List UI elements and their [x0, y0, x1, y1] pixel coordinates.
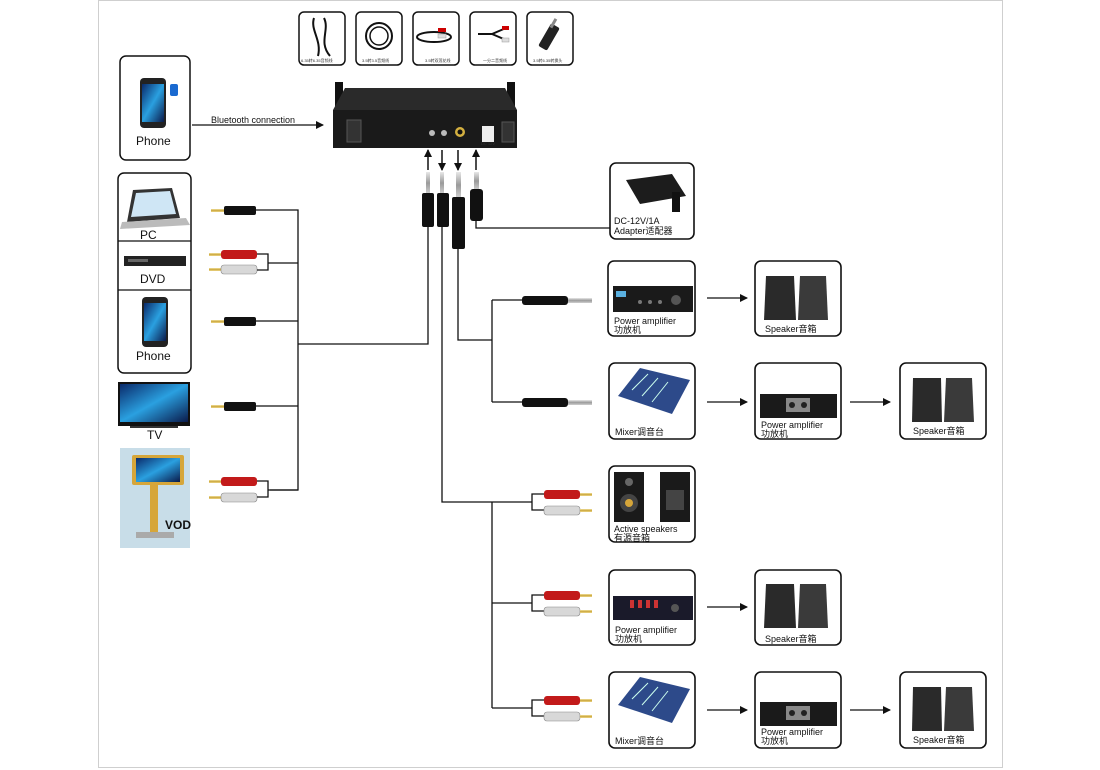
accessory-label-4: 一分二音频线	[483, 58, 507, 63]
pa4-label-2: 功放机	[761, 736, 789, 746]
phone2-label: Phone	[136, 349, 171, 363]
tv-plug	[211, 402, 256, 411]
spk1-label: Speaker音箱	[765, 324, 817, 334]
power-amplifier-box-2	[754, 362, 842, 440]
pa2-label-2: 功放机	[761, 429, 789, 439]
tv-device	[118, 382, 190, 428]
mixer-box-2	[608, 671, 696, 749]
receiver-plugs	[422, 149, 483, 249]
spk3-label: Speaker音箱	[765, 634, 817, 644]
output-rca-plugs	[543, 490, 592, 722]
accessory-box-1	[298, 11, 346, 66]
accessory-label-5: 3.5转6.35转换头	[533, 58, 563, 63]
phone-device-box	[119, 55, 191, 161]
active-label-1: Active speakers	[614, 524, 678, 534]
output-635-plugs	[522, 296, 592, 407]
speaker-box-2	[899, 362, 987, 440]
dvd-rca-plugs	[209, 250, 258, 275]
accessory-label-2: 3.5转3.5音频线	[362, 58, 390, 63]
output-wiring	[441, 220, 613, 717]
source-stack	[117, 172, 192, 374]
spk4-label: Speaker音箱	[913, 735, 965, 745]
pa3-label-2: 功放机	[615, 634, 643, 644]
power-amplifier-box-1	[607, 260, 696, 337]
power-amplifier-box-4	[754, 671, 842, 749]
receiver-panel-text: DC 12V	[481, 141, 496, 146]
pa4-label-1: Power amplifier	[761, 727, 824, 737]
active-label-2: 有源音箱	[614, 533, 651, 543]
adapter-label-2: Adapter适配器	[614, 226, 673, 236]
phone-plug	[211, 317, 256, 326]
phone-label: Phone	[136, 134, 171, 148]
spk2-label: Speaker音箱	[913, 426, 965, 436]
speaker-box-1	[754, 260, 842, 337]
mixer1-label: Mixer调音台	[615, 427, 664, 437]
pc-plug	[211, 206, 256, 215]
speaker-box-4	[899, 671, 987, 749]
mixer2-label: Mixer调音台	[615, 736, 664, 746]
accessory-box-2	[355, 11, 403, 66]
vod-device	[120, 448, 190, 548]
pa3-label-1: Power amplifier	[615, 625, 678, 635]
source-wiring	[256, 209, 429, 498]
accessory-label-1: 6.35转6.35音频线	[301, 58, 333, 63]
accessory-label-3: 3.5转双莲花线	[425, 58, 451, 63]
accessory-box-5	[526, 11, 574, 66]
adapter-box	[609, 162, 695, 240]
dvd-label: DVD	[140, 272, 166, 286]
pa1-label-2: 功放机	[614, 325, 642, 335]
wireless-receiver	[333, 82, 517, 148]
power-amplifier-box-3	[608, 569, 696, 646]
source-plugs	[209, 206, 258, 503]
pa2-label-1: Power amplifier	[761, 420, 824, 430]
adapter-label-1: DC-12V/1A	[614, 216, 660, 226]
diagram-frame	[98, 0, 1003, 768]
vod-rca-plugs	[209, 477, 258, 503]
accessory-box-4	[469, 11, 517, 66]
bluetooth-label: Bluetooth connection	[211, 115, 296, 125]
pa1-label-1: Power amplifier	[614, 316, 677, 326]
pc-label: PC	[140, 228, 157, 242]
mixer-box-1	[608, 362, 696, 440]
accessory-box-3	[412, 11, 460, 66]
active-speakers-box	[608, 465, 696, 543]
speaker-box-3	[754, 569, 842, 646]
vod-label: VOD	[165, 518, 192, 532]
tv-label: TV	[147, 428, 163, 442]
